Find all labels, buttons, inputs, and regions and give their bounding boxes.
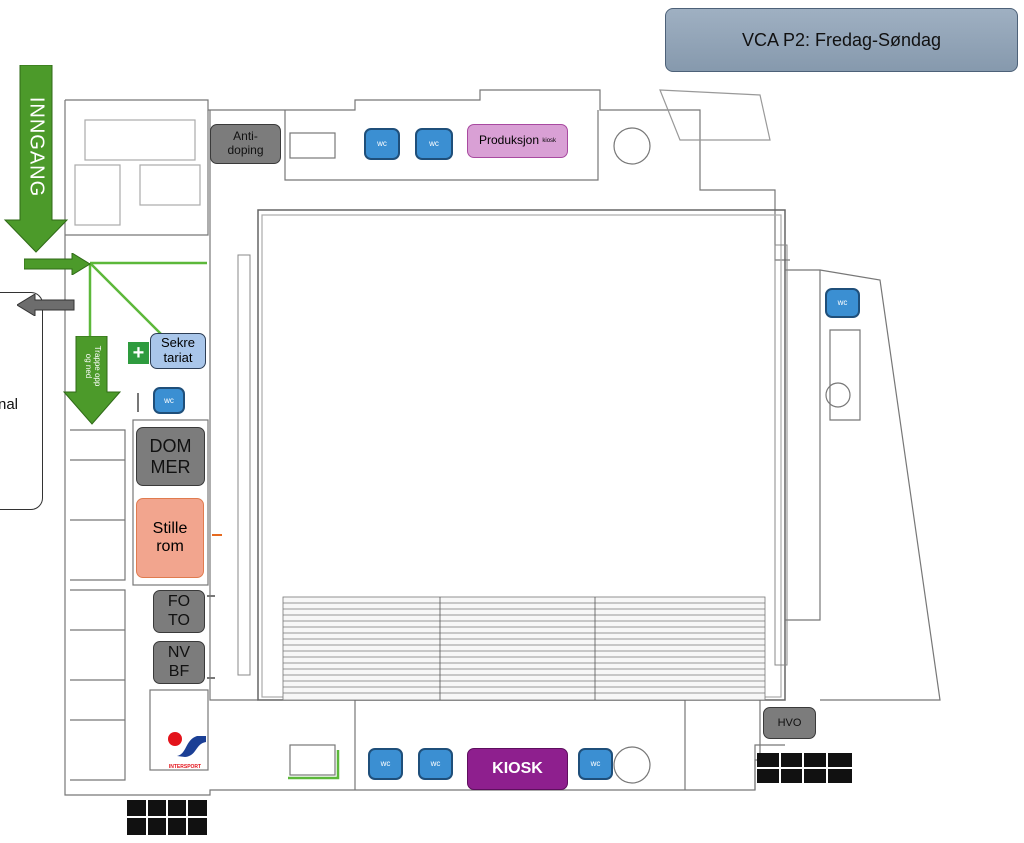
wc-sekretariat: wc: [153, 387, 185, 414]
wc-top-1: wc: [364, 128, 400, 160]
wc-label: wc: [380, 759, 391, 769]
arrow-down-icon: [62, 335, 122, 425]
wc-right: wc: [825, 288, 860, 318]
arrow-down-icon: [3, 64, 69, 253]
room-foto: FO TO: [153, 590, 205, 633]
room-sekretariat: Sekre tariat: [150, 333, 206, 369]
wc-label: wc: [429, 139, 439, 149]
room-label: HVO: [777, 716, 802, 729]
arrow-right-icon: [24, 253, 91, 275]
wc-bottom-1: wc: [368, 748, 403, 780]
room-anti-doping: Anti- doping: [210, 124, 281, 164]
wc-label: wc: [837, 298, 848, 308]
room-label: DOM MER: [149, 435, 192, 477]
room-dommer: DOM MER: [136, 427, 205, 486]
room-kiosk: KIOSK: [467, 748, 568, 790]
page-title: VCA P2: Fredag-Søndag: [741, 29, 942, 50]
arrow-left-icon: [17, 294, 75, 316]
wc-label: wc: [430, 759, 441, 769]
wc-label: wc: [164, 395, 174, 405]
wc-bottom-2: wc: [418, 748, 453, 780]
stairs-label: Trappe opp og ned: [84, 345, 102, 387]
room-label: NV BF: [167, 644, 191, 680]
room-label: KIOSK: [492, 759, 543, 777]
title-box: VCA P2: Fredag-Søndag: [665, 8, 1018, 72]
wc-label: wc: [377, 139, 387, 149]
room-nvbf: NV BF: [153, 641, 205, 684]
intersport-logo-mark: [168, 732, 206, 757]
room-label: FO TO: [167, 593, 191, 629]
wc-bottom-3: wc: [578, 748, 613, 780]
room-label: Sekre tariat: [161, 335, 195, 365]
room-produksjon: Produksjon kiosk: [467, 124, 568, 158]
wc-top-2: wc: [415, 128, 453, 160]
first-aid-icon: +: [128, 342, 149, 364]
room-sublabel: kiosk: [542, 137, 557, 144]
room-stille-rom: Stille rom: [136, 498, 204, 578]
left-info-box: nal: [0, 292, 43, 510]
logo-text: INTERSPORT: [168, 764, 202, 770]
room-label: Stille rom: [152, 519, 188, 555]
entrance-arrow: INNGANG: [3, 64, 69, 253]
left-box-text: nal: [0, 396, 19, 413]
stairs-arrow: Trappe opp og ned: [62, 335, 122, 426]
intersport-logo: INTERSPORT: [163, 730, 207, 770]
room-label: Anti- doping: [227, 129, 264, 157]
wc-label: wc: [590, 759, 601, 769]
room-hvo: HVO: [763, 707, 816, 739]
entrance-label: INNGANG: [25, 96, 48, 198]
room-label: Produksjon: [478, 133, 540, 148]
